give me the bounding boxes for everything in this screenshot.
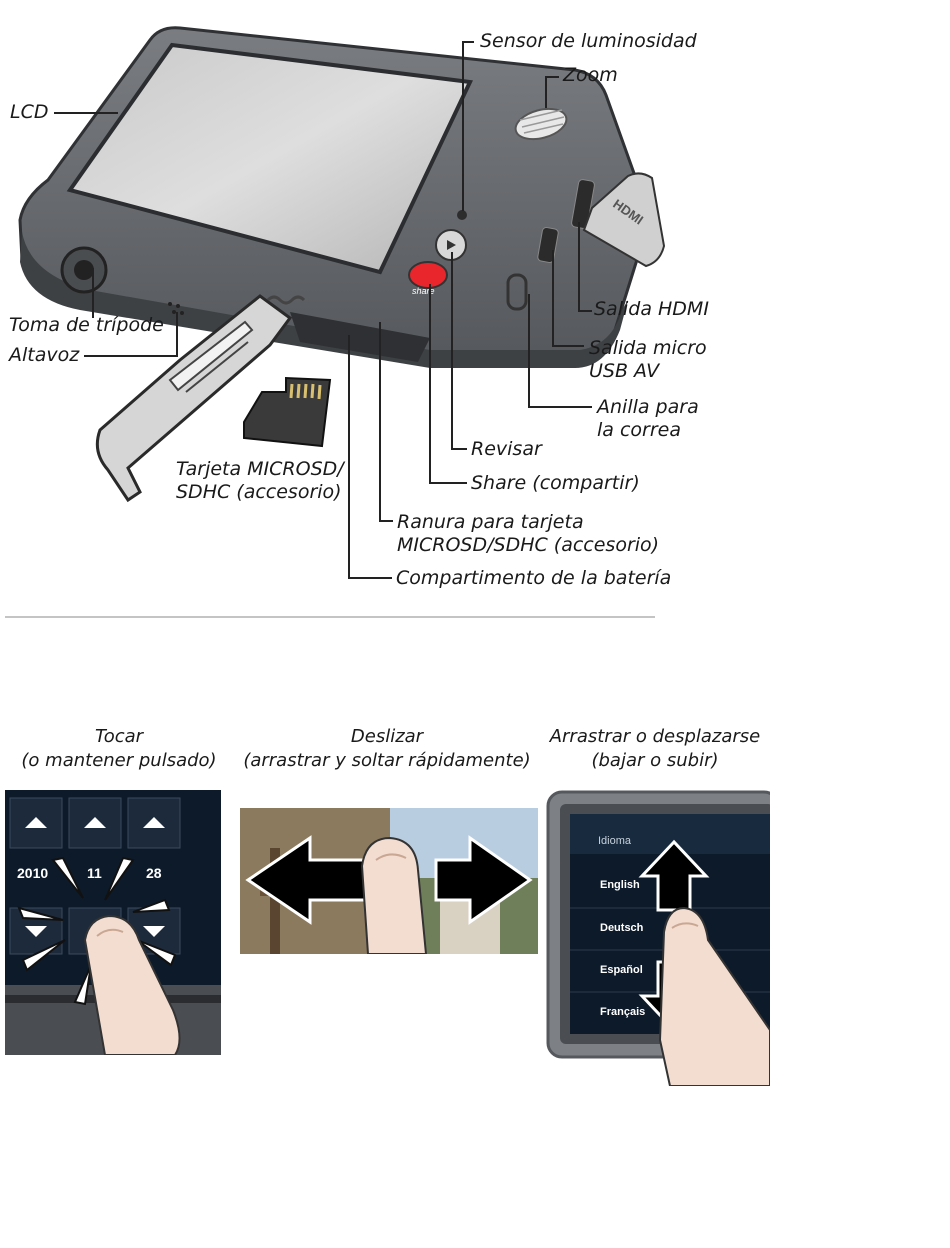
leader-sensor-v — [462, 41, 464, 211]
label-lcd: LCD — [10, 101, 49, 123]
label-review: Revisar — [471, 438, 542, 460]
label-zoom: Zoom — [563, 64, 618, 86]
label-strap: Anilla para la correa — [597, 396, 699, 441]
menu-item: Español — [600, 964, 643, 976]
label-card-slot: Ranura para tarjeta MICROSD/SDHC (acceso… — [397, 511, 660, 556]
tap-example: 2010 11 28 — [5, 790, 221, 1055]
leader-strap-h — [528, 406, 592, 408]
caption-drag: Arrastrar o desplazarse (bajar o subir) — [549, 726, 761, 771]
tap-rays — [17, 856, 177, 1006]
svg-text:share: share — [412, 286, 435, 296]
leader-lcd — [54, 112, 118, 114]
leader-usb-h — [552, 345, 584, 347]
date-day: 28 — [146, 865, 162, 881]
finger — [658, 906, 770, 1086]
leader-usb-v — [552, 250, 554, 347]
hdmi-door — [582, 172, 666, 268]
date-month: 11 — [87, 865, 102, 881]
leader-zoom-v — [545, 76, 547, 108]
leader-sensor-h — [462, 41, 474, 43]
speaker-grille — [168, 302, 184, 315]
caption-tap: Tocar (o mantener pulsado) — [21, 726, 217, 771]
swipe-right-arrow — [434, 835, 533, 925]
leader-share-h — [429, 482, 467, 484]
leader-zoom-h — [545, 76, 559, 78]
label-battery: Compartimento de la batería — [396, 567, 672, 589]
date-year: 2010 — [17, 865, 48, 881]
leader-hdmi-h — [578, 310, 592, 312]
menu-item: Français — [600, 1006, 645, 1018]
label-hdmi-out: Salida HDMI — [594, 298, 709, 320]
leader-hdmi-v — [578, 222, 580, 312]
share-button — [408, 261, 448, 289]
leader-slot-h — [379, 520, 393, 522]
menu-item: Deutsch — [600, 922, 644, 934]
label-tripod: Toma de trípode — [9, 314, 164, 336]
leader-strap-v — [528, 294, 530, 408]
label-microsd: Tarjeta MICROSD/ SDHC (accesorio) — [176, 458, 344, 503]
scroll-example: Idioma English Deutsch Español Français — [546, 790, 770, 1086]
leader-tripod — [92, 268, 94, 318]
leader-review-h — [451, 448, 467, 450]
leader-slot-v — [379, 322, 381, 522]
label-share: Share (compartir) — [471, 472, 640, 494]
finger — [360, 836, 428, 954]
date-up-buttons — [9, 797, 181, 849]
leader-speaker-v — [176, 312, 178, 357]
swipe-example — [240, 808, 538, 954]
leader-share-v — [429, 284, 431, 484]
menu-title: Idioma — [598, 835, 632, 847]
leader-battery-h — [348, 577, 392, 579]
light-sensor — [457, 210, 467, 220]
leader-battery-v — [348, 335, 350, 579]
menu-item: English — [600, 879, 640, 891]
caption-swipe: Deslizar (arrastrar y soltar rápidamente… — [243, 726, 531, 771]
leader-speaker-h — [84, 355, 178, 357]
label-usb-out: Salida micro USB AV — [589, 337, 707, 382]
leader-review-v — [451, 252, 453, 450]
lcd-screen — [66, 42, 473, 275]
label-light-sensor: Sensor de luminosidad — [480, 30, 697, 52]
battery-compartment — [290, 312, 430, 362]
microsd-card — [243, 376, 332, 448]
strap-ring — [506, 273, 528, 311]
finger — [83, 914, 181, 1055]
label-speaker: Altavoz — [9, 344, 80, 366]
